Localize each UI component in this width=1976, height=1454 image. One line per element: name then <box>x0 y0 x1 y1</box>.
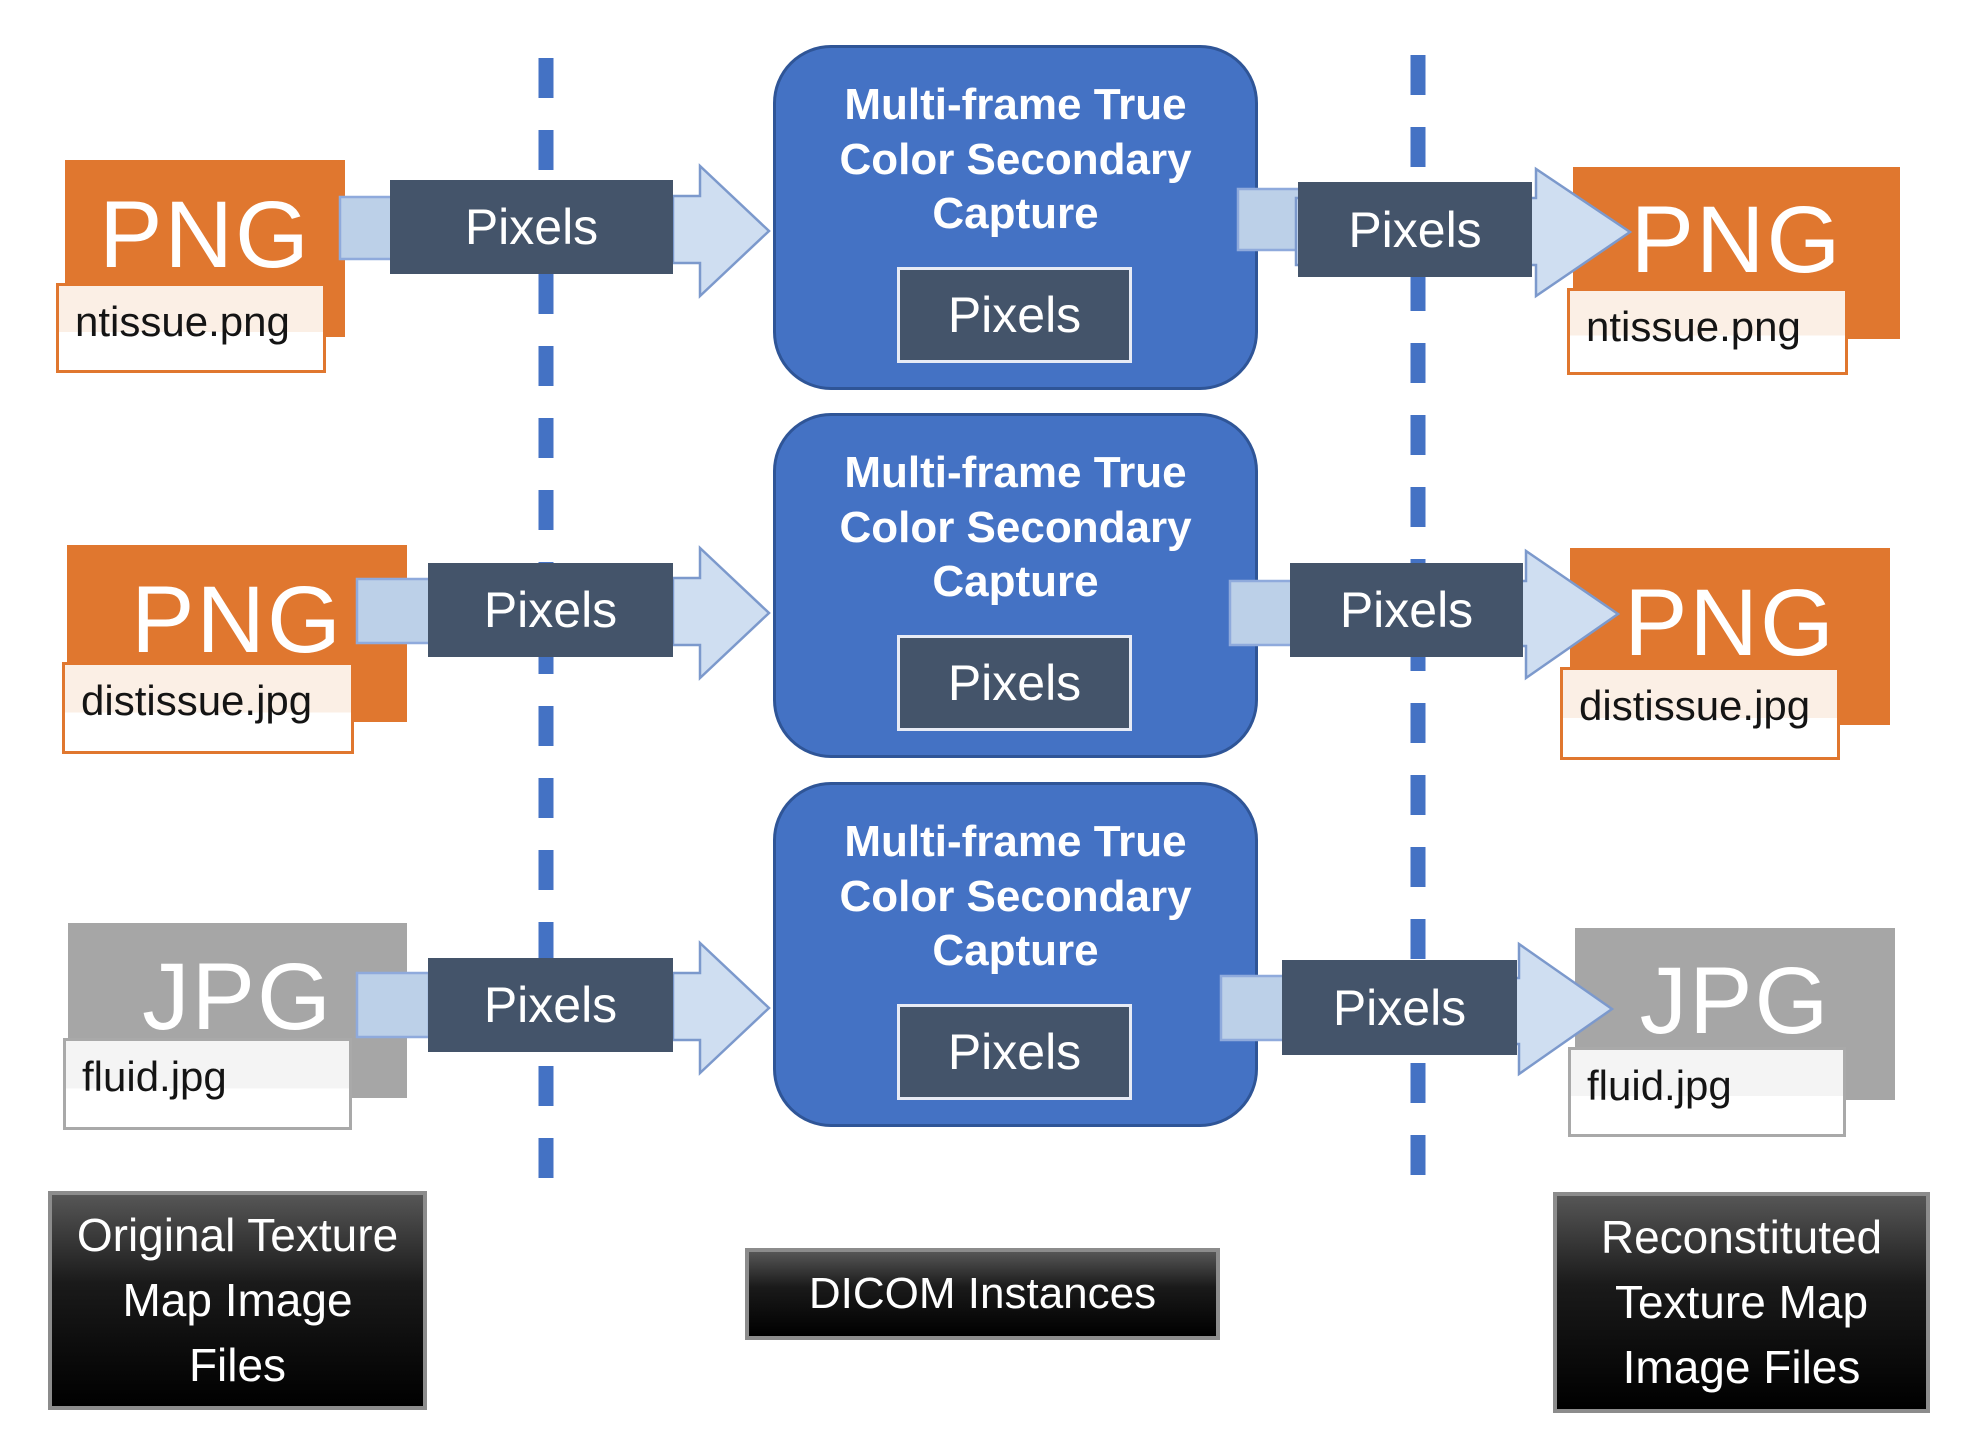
pixels-label-box-row2-left: Pixels <box>428 563 673 657</box>
source-format-label-row3: JPG <box>142 944 333 1050</box>
connector-row1-source <box>338 195 396 261</box>
embedded-pixels-box-row1: Pixels <box>897 267 1132 363</box>
filename-label-row3-output: fluid.jpg <box>1568 1047 1846 1137</box>
embedded-pixels-box-row3: Pixels <box>897 1004 1132 1100</box>
pixels-label-box-row3-left: Pixels <box>428 958 673 1052</box>
flow-arrow-row2-to-dicom <box>671 545 771 681</box>
pixels-text: Pixels <box>947 287 1082 343</box>
footer-label-dicom-instances: DICOM Instances <box>745 1248 1220 1340</box>
output-format-label-row2: PNG <box>1624 570 1836 676</box>
pixels-text: Pixels <box>947 1024 1082 1080</box>
footer-label-reconstituted: Reconstituted Texture Map Image Files <box>1553 1192 1930 1413</box>
dicom-capture-title-row3: Multi-frame True Color Secondary Capture <box>839 817 1192 976</box>
source-format-label-row2: PNG <box>131 567 343 673</box>
flow-arrow-row1-to-dicom <box>671 163 771 299</box>
pixels-label-box-row1-left: Pixels <box>390 180 673 274</box>
pixels-label-box-row1-right: Pixels <box>1298 182 1532 277</box>
output-format-label-row1: PNG <box>1630 186 1843 293</box>
pixels-text: Pixels <box>1348 201 1482 258</box>
pixels-text: Pixels <box>947 655 1082 711</box>
filename-label-row1-output: ntissue.png <box>1567 288 1848 375</box>
embedded-pixels-box-row2: Pixels <box>897 635 1132 731</box>
pixels-text: Pixels <box>1339 582 1474 638</box>
footer-label-reconstituted-text: Reconstituted Texture Map Image Files <box>1600 1210 1883 1394</box>
pixels-text: Pixels <box>483 977 618 1033</box>
footer-label-original-text: Original Texture Map Image Files <box>76 1208 399 1392</box>
pixels-text: Pixels <box>1332 979 1467 1036</box>
dicom-capture-title-row1: Multi-frame True Color Secondary Capture <box>839 80 1192 239</box>
footer-label-original: Original Texture Map Image Files <box>48 1191 427 1410</box>
pixels-text: Pixels <box>483 582 618 638</box>
pixels-label-box-row3-right: Pixels <box>1282 960 1517 1055</box>
pixels-text: Pixels <box>464 199 599 255</box>
output-format-label-row3: JPG <box>1639 947 1831 1054</box>
filename-label-row1-source: ntissue.png <box>56 283 326 373</box>
dicom-capture-title-row2: Multi-frame True Color Secondary Capture <box>839 448 1192 607</box>
source-format-label-row1: PNG <box>99 182 311 288</box>
dicom-capture-box-row1: Multi-frame True Color Secondary Capture <box>773 45 1258 390</box>
filename-label-row2-source: distissue.jpg <box>62 662 354 754</box>
footer-label-dicom-text: DICOM Instances <box>808 1268 1157 1318</box>
filename-label-row2-output: distissue.jpg <box>1560 667 1840 760</box>
flow-arrow-row3-to-dicom <box>671 940 771 1076</box>
filename-label-row3-source: fluid.jpg <box>63 1038 352 1130</box>
pixels-label-box-row2-right: Pixels <box>1290 563 1523 657</box>
